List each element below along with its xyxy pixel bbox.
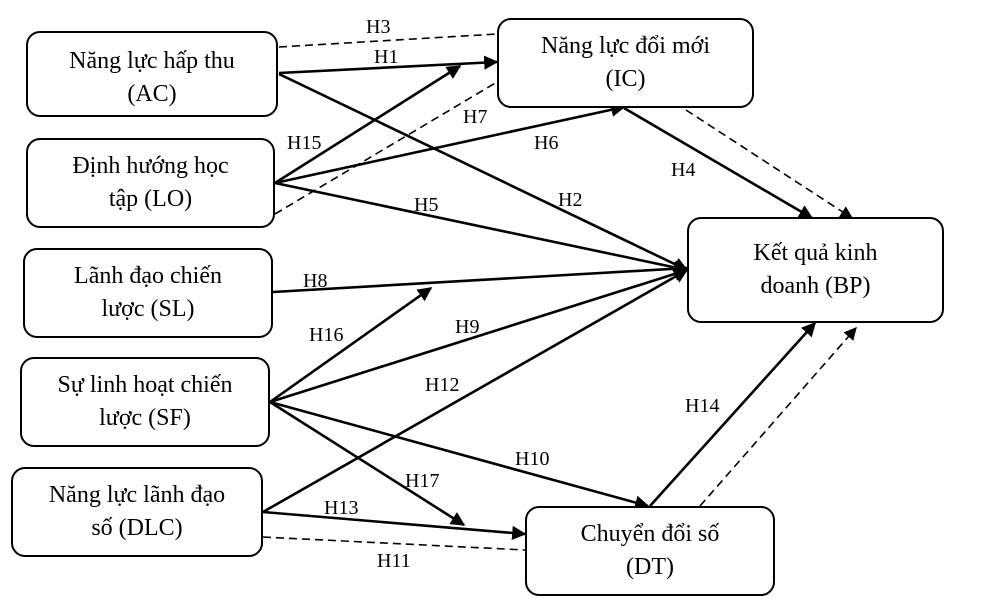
- label-h10: H10: [515, 448, 550, 470]
- node-business-performance: Kết quả kinh doanh (BP): [687, 217, 944, 323]
- edge-h12: [262, 268, 689, 514]
- node-dt-line1: Chuyển đổi số: [580, 521, 720, 547]
- edge-h3b: [685, 109, 854, 219]
- label-h16: H16: [309, 324, 344, 346]
- label-h8: H8: [303, 270, 328, 292]
- label-h12: H12: [425, 374, 460, 396]
- node-ic-line1: Năng lực đổi mới: [540, 33, 710, 59]
- label-h14: H14: [685, 395, 720, 417]
- edge-h11: [262, 536, 526, 551]
- label-h2: H2: [558, 189, 583, 211]
- node-ac-line2: (AC): [127, 81, 177, 107]
- label-h6: H6: [534, 132, 559, 154]
- node-strategic-flexibility: Sự linh hoạt chiến lược (SF): [20, 357, 270, 447]
- label-h15: H15: [287, 132, 322, 154]
- node-lo-line2: tập (LO): [108, 186, 193, 212]
- edge-h8: [272, 261, 689, 294]
- edge-h17: [269, 400, 466, 527]
- node-dlc-line1: Năng lực lãnh đạo: [48, 482, 226, 508]
- edge-h9: [269, 267, 689, 404]
- node-innovation-capability: Năng lực đổi mới (IC): [497, 18, 754, 108]
- node-digital-leadership-capability: Năng lực lãnh đạo số (DLC): [11, 467, 263, 557]
- label-h13: H13: [324, 497, 359, 519]
- edge-h3: [278, 33, 498, 48]
- node-dlc-line2: số (DLC): [91, 515, 183, 541]
- edge-h2: [278, 72, 689, 272]
- node-dt-line2: (DT): [626, 554, 674, 580]
- edge-h7: [274, 81, 498, 215]
- edge-h5: [274, 181, 689, 275]
- node-ic-line2: (IC): [605, 66, 646, 92]
- label-h5: H5: [414, 194, 439, 216]
- edge-h1: [278, 55, 499, 75]
- edge-h10: [269, 400, 650, 510]
- node-bp-line1: Kết quả kinh: [753, 240, 878, 266]
- node-learning-orientation: Định hướng học tập (LO): [26, 138, 275, 228]
- edge-h11b: [699, 327, 857, 507]
- edge-h16: [269, 286, 433, 404]
- edge-h14: [649, 321, 816, 507]
- edge-h4: [623, 106, 814, 220]
- node-lo-line1: Định hướng học: [72, 153, 229, 179]
- node-digital-transformation: Chuyển đổi số (DT): [525, 506, 775, 596]
- edge-h15: [274, 64, 462, 185]
- node-absorptive-capacity: Năng lực hấp thu (AC): [26, 31, 278, 117]
- edge-h6: [274, 102, 626, 185]
- label-h1: H1: [374, 46, 399, 68]
- node-strategic-leadership: Lãnh đạo chiến lược (SL): [23, 248, 273, 338]
- label-h4: H4: [671, 159, 696, 181]
- edge-h13: [262, 510, 527, 541]
- label-h3: H3: [366, 16, 391, 38]
- label-h17: H17: [405, 470, 440, 492]
- node-sl-line2: lược (SL): [101, 296, 195, 322]
- label-h7: H7: [463, 106, 488, 128]
- node-ac-line1: Năng lực hấp thu: [69, 48, 235, 74]
- node-sl-line1: Lãnh đạo chiến: [74, 263, 222, 289]
- label-h9: H9: [455, 316, 480, 338]
- label-h11: H11: [377, 550, 411, 572]
- node-sf-line1: Sự linh hoạt chiến: [57, 372, 233, 398]
- node-sf-line2: lược (SF): [99, 405, 191, 431]
- node-bp-line2: doanh (BP): [760, 273, 871, 299]
